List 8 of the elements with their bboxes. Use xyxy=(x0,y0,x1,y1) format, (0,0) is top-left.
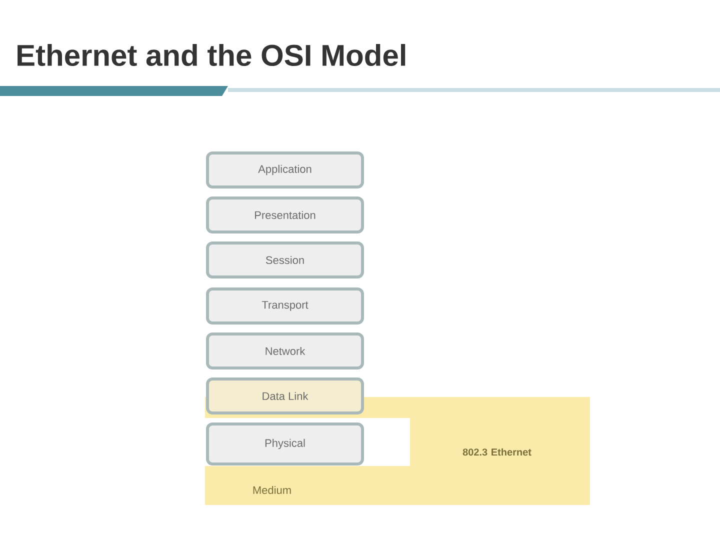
layer-box: Application xyxy=(206,152,364,188)
layer-box: Physical xyxy=(206,422,364,466)
layer-box: Presentation xyxy=(206,196,364,234)
layer-box: Data Link xyxy=(206,378,364,414)
layer-box: Network xyxy=(206,332,364,370)
layer-box: Transport xyxy=(206,288,364,324)
title: Ethernet and the OSI Model xyxy=(18,44,406,66)
layer-box: Session xyxy=(206,242,364,278)
